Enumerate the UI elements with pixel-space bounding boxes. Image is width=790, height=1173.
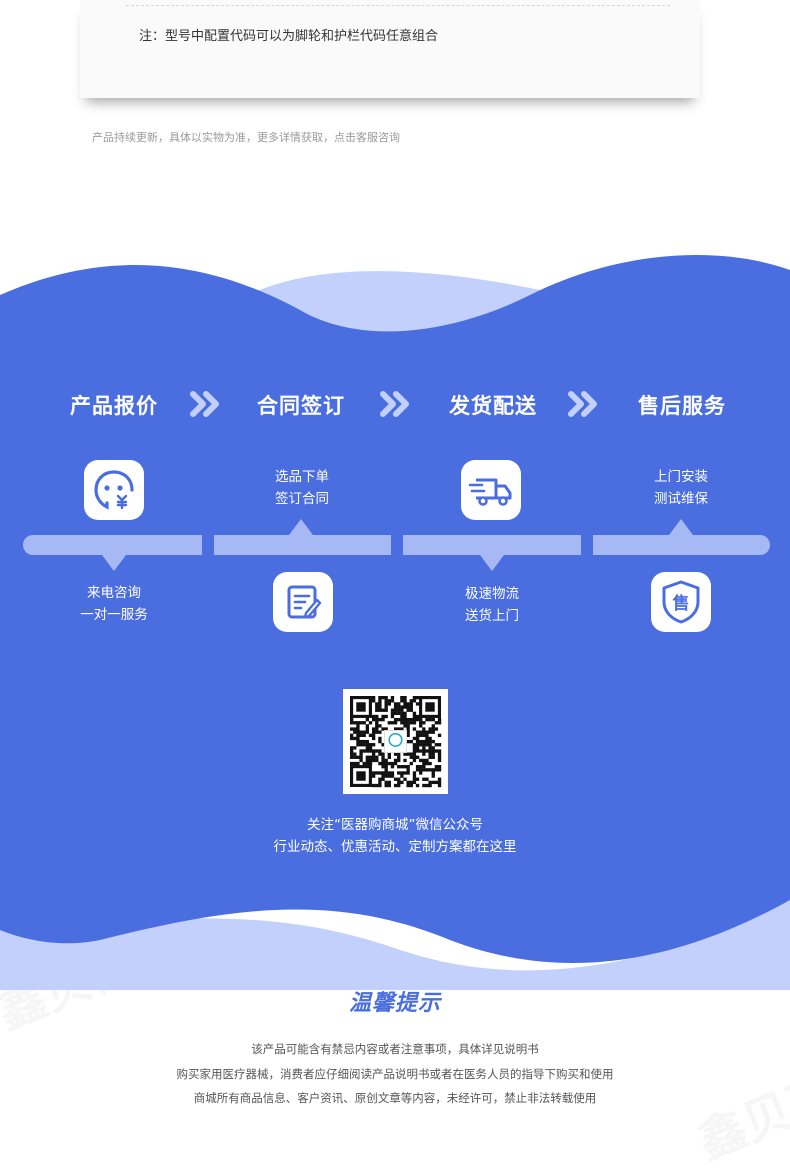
step-title-quote: 产品报价 [70, 394, 158, 418]
double-chevron-icon [568, 391, 597, 417]
customer-service-icon [84, 460, 144, 520]
step-caption-quote: 来电咨询 一对一服务 [80, 585, 148, 623]
update-note: 产品持续更新，具体以实物为准，更多详情获取，点击客服咨询 [92, 131, 400, 144]
dashed-divider [126, 5, 670, 6]
timeline-bar [593, 535, 770, 555]
timeline-pointer [102, 555, 126, 571]
service-process-band [0, 250, 790, 990]
config-note-card: 注：型号中配置代码可以为脚轮和护栏代码任意组合 [80, 0, 700, 98]
delivery-truck-icon [461, 460, 521, 520]
step-title-contract: 合同签订 [257, 394, 345, 418]
timeline-pointer [480, 555, 504, 571]
warm-tips-title: 温馨提示 [348, 990, 441, 1016]
warm-tips-text: 该产品可能含有禁忌内容或者注意事项，具体详见说明书 购买家用医疗器械，消费者应仔… [176, 1042, 614, 1105]
step-caption-delivery: 极速物流 送货上门 [465, 586, 519, 624]
timeline-pointer [289, 519, 313, 535]
step-caption-contract: 选品下单 签订合同 [275, 469, 329, 507]
timeline-bar [403, 535, 581, 555]
wechat-qr-code[interactable] [343, 689, 448, 794]
qr-caption: 关注“医器购商城”微信公众号 行业动态、优惠活动、定制方案都在这里 [273, 817, 517, 855]
config-note: 注：型号中配置代码可以为脚轮和护栏代码任意组合 [139, 29, 439, 44]
after-sales-shield-icon: 售 [651, 572, 711, 632]
timeline-bar [23, 535, 202, 555]
timeline-bar [214, 535, 391, 555]
step-title-after-sales: 售后服务 [638, 394, 726, 418]
step-caption-after-sales: 上门安装 测试维保 [654, 469, 708, 507]
step-title-delivery: 发货配送 [449, 394, 537, 418]
contract-edit-icon [273, 572, 333, 632]
double-chevron-icon [380, 391, 409, 417]
after-sales-glyph: 售 [673, 593, 690, 614]
timeline-pointer [669, 519, 693, 535]
double-chevron-icon [190, 391, 219, 417]
